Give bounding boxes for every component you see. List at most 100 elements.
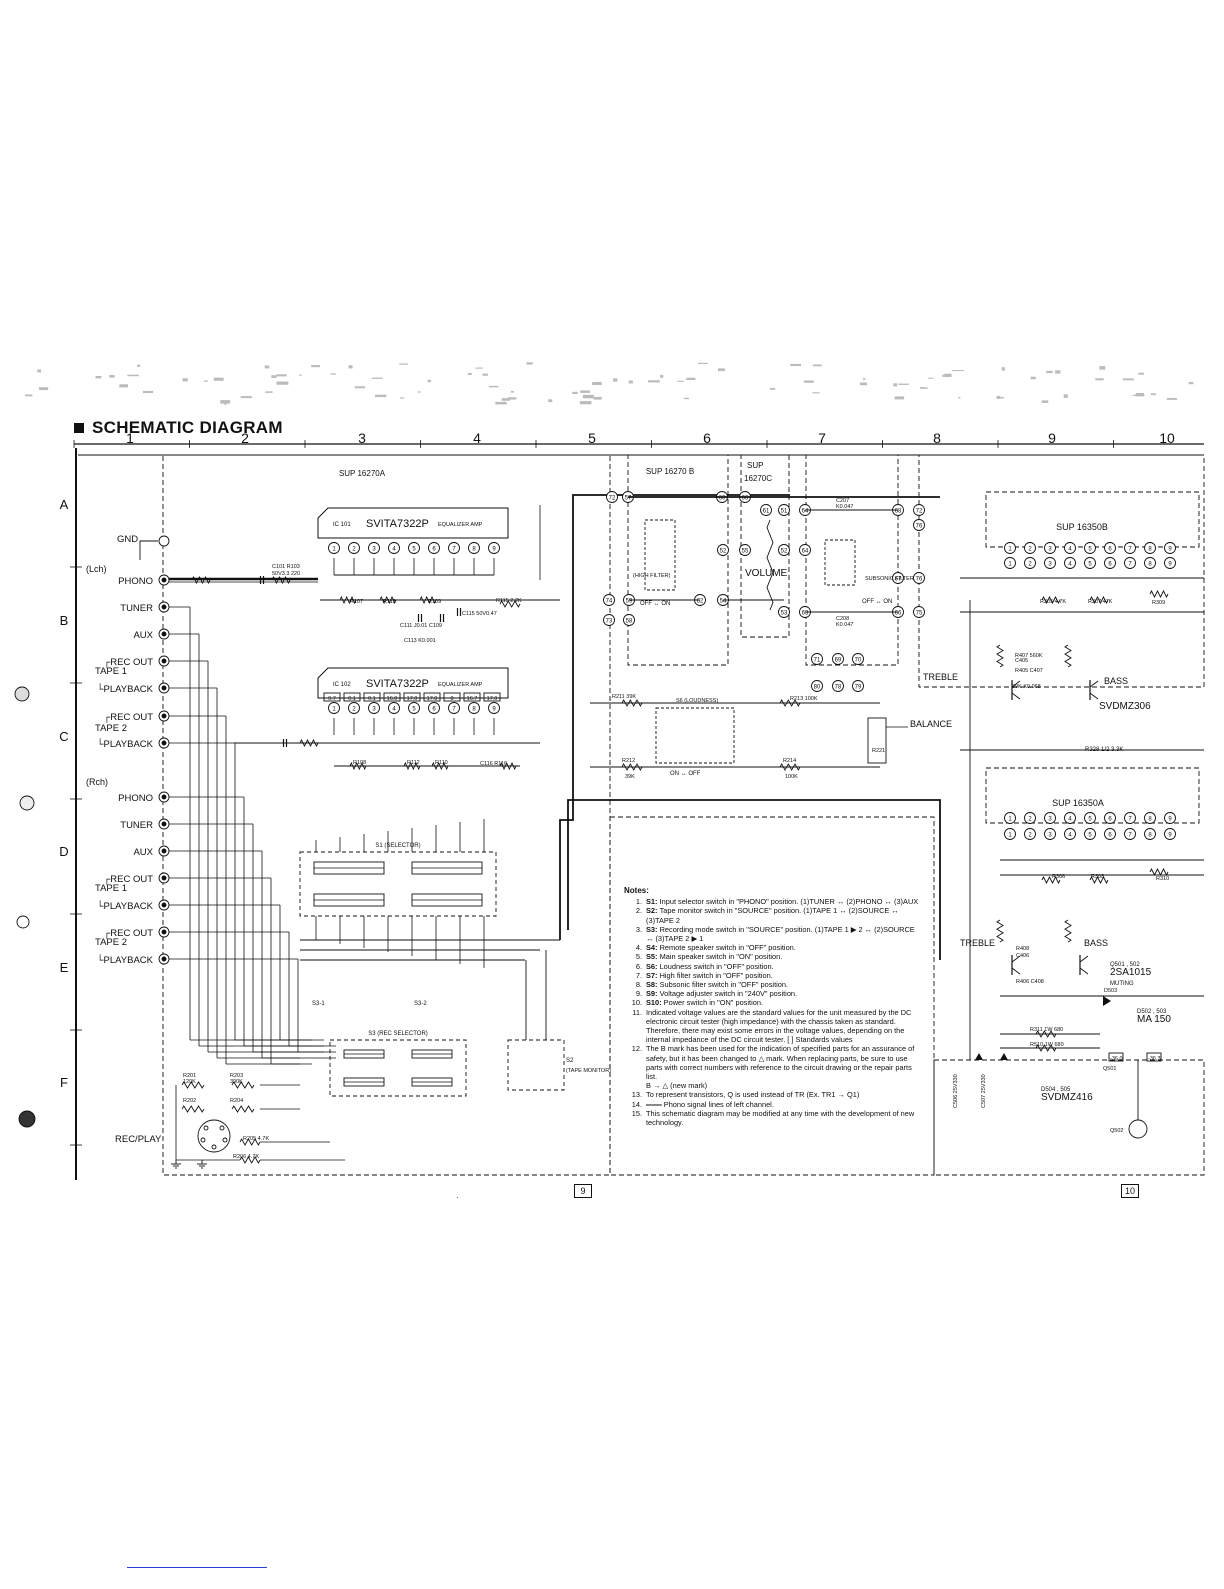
bass-potentiometer xyxy=(1065,920,1071,942)
scan-noise xyxy=(241,396,252,398)
voltage-value: -36.3 xyxy=(1148,1056,1161,1062)
treble-label-lower: TREBLE xyxy=(960,938,995,948)
treble-potentiometer xyxy=(997,645,1003,667)
scan-noise xyxy=(770,388,775,390)
note-text: The B mark has been used for the indicat… xyxy=(646,1044,920,1081)
scan-noise xyxy=(1095,378,1103,380)
connector-label: 58 xyxy=(626,618,633,624)
balance-potentiometer xyxy=(868,718,886,763)
row-label: A xyxy=(60,497,69,512)
input-jack-icon xyxy=(162,714,166,718)
scan-noise xyxy=(629,381,633,384)
binder-hole-icon xyxy=(17,916,29,928)
component-label: Q501 xyxy=(1103,1066,1116,1072)
connector-label: 68 xyxy=(895,508,902,514)
input-jack-icon xyxy=(162,741,166,745)
diode-d504-icon xyxy=(975,1053,983,1060)
input-label-tape1: TAPE 1 xyxy=(95,666,127,677)
component-label: R205 4.7K xyxy=(243,1136,269,1142)
column-label: 5 xyxy=(588,430,596,446)
scan-noise xyxy=(311,365,320,367)
component-label: K0.047 xyxy=(836,504,853,510)
ic102-label: IC 102 xyxy=(333,682,351,688)
scan-noise xyxy=(860,382,867,385)
input-label: TUNER xyxy=(120,820,153,831)
input-label: └PLAYBACK xyxy=(97,738,154,750)
scan-noise xyxy=(1055,370,1060,373)
input-jack-icon xyxy=(162,903,166,907)
connector-label: 55 xyxy=(742,548,749,554)
scan-noise xyxy=(137,365,140,367)
transistor-icon xyxy=(1080,968,1088,974)
scan-noise xyxy=(183,378,188,381)
connector-label: 64 xyxy=(802,508,809,514)
note-number: 4. xyxy=(624,943,646,952)
ic102-func: EQUALIZER AMP xyxy=(438,682,483,688)
volume-label: VOLUME xyxy=(745,568,788,579)
input-jack-icon xyxy=(162,876,166,880)
note-number: 5. xyxy=(624,952,646,961)
s3-label: S3-2 xyxy=(414,1001,427,1007)
component-label: R308 xyxy=(1091,874,1104,880)
note-item: 11.Indicated voltage values are the stan… xyxy=(624,1008,920,1045)
input-label: TUNER xyxy=(120,603,153,614)
scan-noise xyxy=(25,394,32,396)
note-text: Indicated voltage values are the standar… xyxy=(646,1008,920,1045)
resistor-r104 xyxy=(300,740,318,746)
component-label: R115 2.2K xyxy=(496,598,522,604)
component-label: R221 xyxy=(872,748,885,754)
connector-label: 64 xyxy=(802,548,809,554)
connector-label: 52 xyxy=(720,548,727,554)
transistor-icon xyxy=(1080,956,1088,962)
scan-noise xyxy=(37,369,41,372)
scan-noise xyxy=(299,375,301,376)
component-label: R310 xyxy=(1156,876,1169,882)
scan-noise xyxy=(1167,398,1177,400)
note-text: S5: Main speaker switch in "ON" position… xyxy=(646,952,920,961)
selector-switch-s1-label: S1 (SELECTOR) xyxy=(375,843,420,849)
note-text: S1: Input selector switch in "PHONO" pos… xyxy=(646,897,920,906)
scan-noise xyxy=(143,391,153,393)
note-number: 7. xyxy=(624,971,646,980)
component-label: C111 J0.01 C109 xyxy=(400,623,442,629)
note-item: 3.S3: Recording mode switch in "SOURCE" … xyxy=(624,925,920,943)
footer-link-underline[interactable] xyxy=(127,1567,267,1568)
note-text: S9: Voltage adjuster switch in "240V" po… xyxy=(646,989,920,998)
component-label: R406 C408 xyxy=(1016,979,1044,985)
component-label: R211 39K xyxy=(612,694,636,700)
voltage-value: 16.7 xyxy=(467,696,478,702)
diode-ref: D502 , 503 xyxy=(1137,1009,1167,1015)
component-label: R510 1W 680 xyxy=(1030,1042,1064,1048)
scan-noise xyxy=(265,391,272,393)
high-filter-switch-s7 xyxy=(645,520,675,590)
input-label-tape2: TAPE 2 xyxy=(95,937,127,948)
board-label-c: SUP xyxy=(747,461,763,470)
component-label: 390K xyxy=(230,1079,243,1085)
input-jack-icon xyxy=(162,632,166,636)
connector-label: 76 xyxy=(916,576,923,582)
connector-label: 71 xyxy=(814,657,821,663)
connector-label: 63 xyxy=(802,610,809,616)
note-text: S4: Remote speaker switch in "OFF" posit… xyxy=(646,943,920,952)
input-jack-icon xyxy=(162,795,166,799)
connector-label: 54 xyxy=(720,598,727,604)
scan-noise xyxy=(863,378,865,380)
scan-noise xyxy=(698,363,708,364)
column-label: 4 xyxy=(473,430,481,446)
note-text: S10: Power switch in "ON" position. xyxy=(646,998,920,1007)
scan-noise xyxy=(813,364,822,366)
scan-noise xyxy=(277,381,289,384)
input-label: PHONO xyxy=(118,576,153,587)
input-jack-icon xyxy=(162,822,166,826)
note-number: 14. xyxy=(624,1100,646,1109)
note-number: 3. xyxy=(624,925,646,943)
component-label: R204 xyxy=(230,1098,243,1104)
diode-part-ma150: MA 150 xyxy=(1137,1014,1171,1025)
connector-label: 80 xyxy=(814,684,821,690)
board-outline-d xyxy=(806,455,898,665)
note-number: 1. xyxy=(624,897,646,906)
scan-noise xyxy=(920,387,924,389)
connector-label: 73 xyxy=(606,618,613,624)
connector-label: 75 xyxy=(916,610,923,616)
